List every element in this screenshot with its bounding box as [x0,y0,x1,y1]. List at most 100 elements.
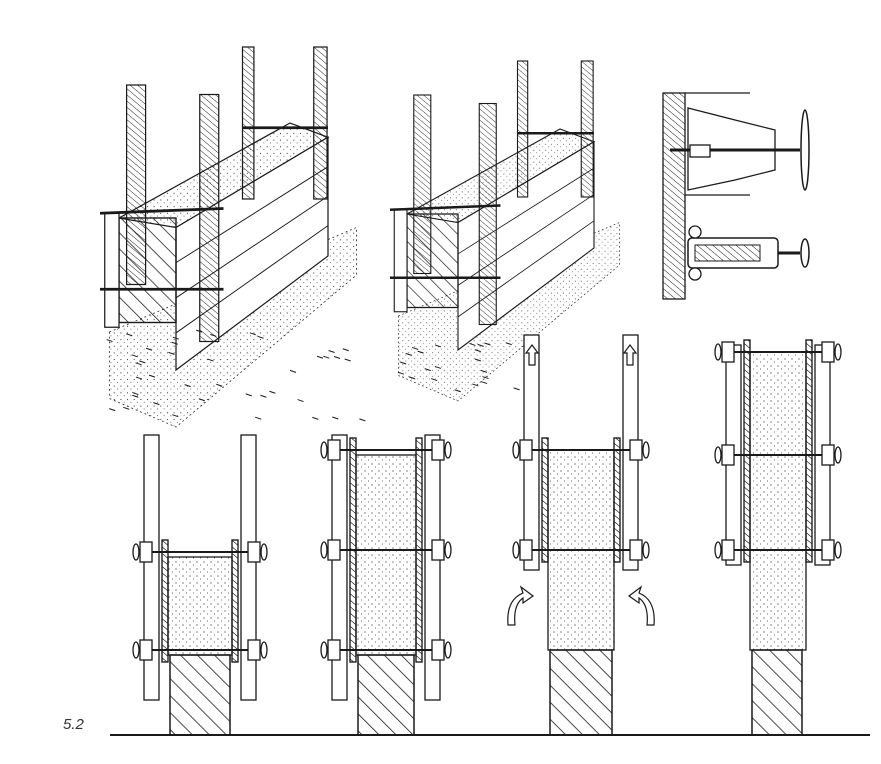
wing-nut-icon [261,544,267,560]
clamp-detail [663,93,809,299]
clamp-bracket [520,540,532,560]
ground-mark [334,357,340,359]
wing-nut-icon [715,344,721,360]
post [243,47,254,199]
footing [550,650,612,735]
elevation-stage [321,435,451,735]
elevation-sequence [110,335,870,735]
nut [690,145,710,157]
wing-nut-icon [321,442,327,458]
ground-mark [298,400,304,402]
clamp-bracket [822,445,834,465]
footing [170,655,230,735]
clamp-bracket [140,640,152,660]
figure-label: 5.2 [63,716,84,733]
post [414,95,431,274]
wing-nut-icon [835,447,841,463]
footing [358,655,414,735]
ground-mark [123,407,129,409]
clamp-bracket [722,540,734,560]
clamp-bracket [722,445,734,465]
post [518,61,528,197]
clamp-bracket [520,440,532,460]
ground-mark [329,350,335,352]
bolt-head [689,268,701,280]
board-end [394,210,407,312]
wing-nut-icon [513,442,519,458]
form-board-left [744,340,750,562]
wing-nut-icon [321,642,327,658]
wing-nut-icon [445,542,451,558]
ground-mark [290,370,296,372]
board-end [105,213,119,327]
perspective-view [390,61,620,401]
wing-nut-icon [513,542,519,558]
ground-mark [260,395,266,397]
post [314,47,327,199]
ground-mark [332,417,338,419]
ground-mark [345,359,351,361]
form-board-left [542,438,548,562]
clamp-bracket [432,540,444,560]
clamp-bracket [630,540,642,560]
ground-mark [514,388,520,390]
detail-post [663,93,685,299]
perspective-view [100,47,357,427]
clamp-bracket [822,540,834,560]
clamp-bracket [630,440,642,460]
wing-nut-icon [133,642,139,658]
wing-nut-icon [801,110,809,190]
post [127,85,146,285]
clamp-board [695,245,760,261]
ground-mark [269,391,275,393]
wing-nut-icon [715,542,721,558]
ground-mark [246,394,252,396]
ground-mark [317,356,323,358]
wing-nut-icon [261,642,267,658]
ground-mark [343,349,349,351]
clamp-bracket [140,542,152,562]
ground-mark [255,417,261,419]
arrow-curved-left-icon [508,587,533,625]
wing-nut-icon [133,544,139,560]
concrete-wall [750,352,806,650]
wing-nut-icon [801,239,809,267]
clamp-bracket [328,640,340,660]
form-board-right [806,340,812,562]
concrete-wall [356,455,416,655]
ground-mark [109,409,115,411]
wing-nut-icon [715,447,721,463]
clamp-bracket [248,542,260,562]
perspective-views [100,47,620,427]
clamp-bracket [328,440,340,460]
clamp-bracket [248,640,260,660]
post [479,104,496,325]
ground-mark [312,417,318,419]
clamp-bracket [432,440,444,460]
form-board-left [162,540,168,662]
wing-nut-icon [643,442,649,458]
wing-nut-icon [835,542,841,558]
ground-mark [481,382,487,384]
wing-nut-icon [445,642,451,658]
wing-nut-icon [643,542,649,558]
wing-nut-icon [445,442,451,458]
elevation-stage [133,435,267,735]
ground-mark [323,356,329,358]
concrete-wall [168,557,232,655]
clamp-bracket [822,342,834,362]
post [581,61,593,197]
form-board-right [232,540,238,662]
wing-nut-icon [835,344,841,360]
bolt-head [689,226,701,238]
clamp-bracket [432,640,444,660]
arrow-curved-right-icon [629,587,654,625]
form-board-right [614,438,620,562]
clamp-bracket [328,540,340,560]
elevation-stage [508,335,654,735]
footing [752,650,802,735]
post [200,95,219,342]
ground-mark [359,419,365,421]
